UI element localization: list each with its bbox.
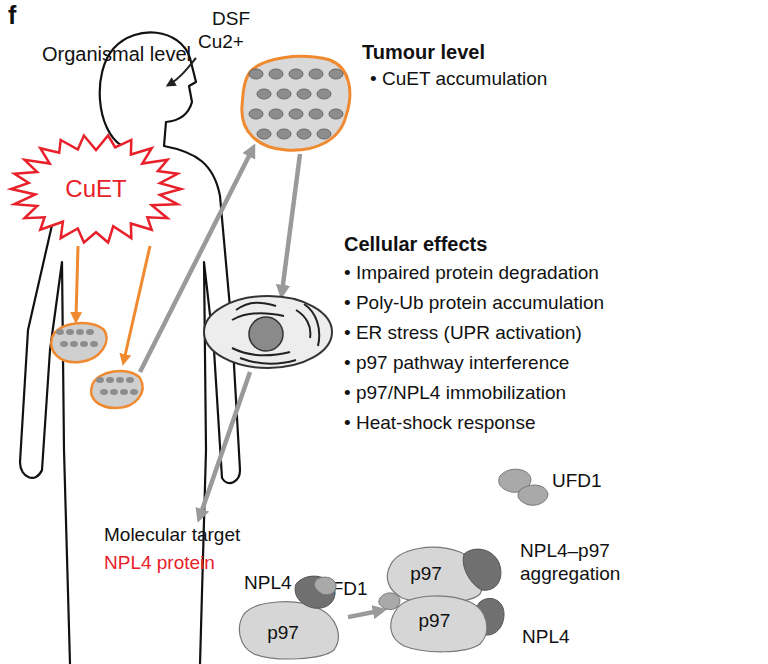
distribution-arrow — [124, 246, 150, 360]
distribution-arrow — [76, 246, 78, 318]
burst-shape: CuET — [8, 132, 184, 246]
annotation-text: • Impaired protein degradation — [344, 262, 599, 285]
annotation-text: NPL4 — [244, 572, 292, 595]
process-arrow — [348, 611, 380, 617]
annotation-text: • p97 pathway interference — [344, 352, 569, 375]
annotation-text: NPL4 — [522, 626, 570, 649]
compound-name: CuET — [65, 176, 126, 202]
ufd1-shape — [518, 485, 548, 505]
process-arrow — [282, 154, 300, 292]
process-arrow — [200, 372, 250, 516]
annotation-text: NPL4 protein — [104, 552, 215, 575]
protein-label: p97 — [267, 623, 299, 644]
annotation-text: • Heat-shock response — [344, 412, 535, 435]
protein-label: p97 — [410, 564, 442, 585]
annotation-text: Molecular target — [104, 524, 240, 547]
cell-drawing — [204, 296, 332, 368]
annotation-text: • CuET accumulation — [370, 68, 547, 91]
protein-complex: p97 — [236, 594, 348, 660]
annotation-text: Cu2+ — [198, 31, 244, 54]
node-outline — [384, 546, 504, 654]
annotation-text: NPL4–p97 aggregation — [520, 540, 645, 586]
panel-letter: f — [8, 0, 16, 30]
tumour-tissue — [242, 56, 350, 150]
body-outline — [20, 32, 240, 664]
protein-complex: p97 p97 — [384, 546, 504, 654]
annotation-text: • Poly-Ub protein accumulation — [344, 292, 604, 315]
annotation-text: • ER stress (UPR activation) — [344, 322, 582, 345]
tumour-small — [91, 371, 142, 408]
annotation-text: DSF — [212, 8, 250, 31]
protein-label: p97 — [419, 611, 451, 632]
annotation-text: Cellular effects — [344, 232, 487, 256]
annotation-text: UFD1 — [552, 470, 602, 493]
tumour-small — [51, 323, 106, 362]
annotation-text: • p97/NPL4 immobilization — [344, 382, 566, 405]
annotation-text: Tumour level — [362, 40, 485, 64]
annotation-text: Organismal level — [42, 42, 191, 66]
